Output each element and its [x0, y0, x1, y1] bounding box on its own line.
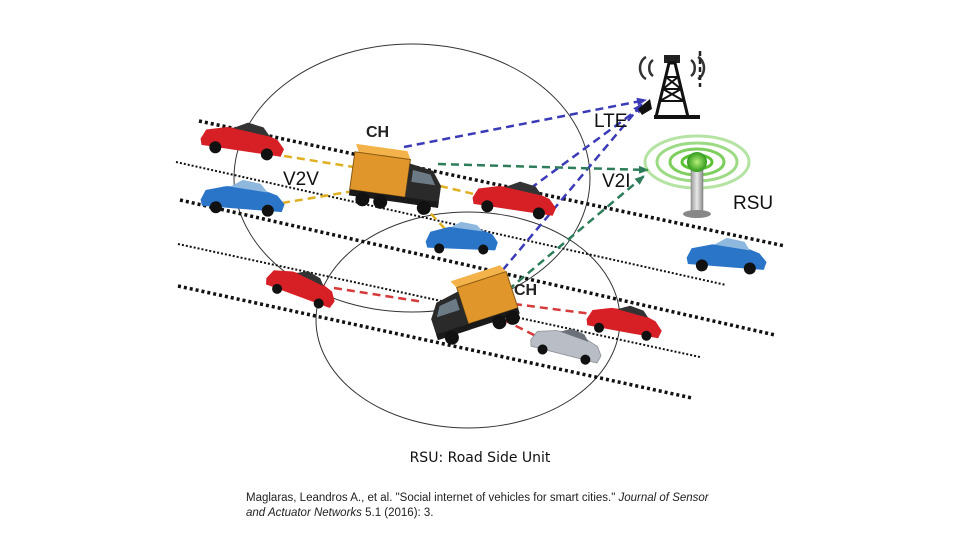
road-line — [198, 119, 786, 248]
figure-caption: RSU: Road Side Unit — [409, 450, 551, 466]
car-icon — [200, 179, 285, 217]
red-link — [333, 286, 425, 304]
cluster-ellipse-top — [233, 43, 591, 313]
car-icon — [472, 181, 557, 220]
cluster-head-label-top: CH — [366, 124, 389, 141]
v2v-link — [439, 184, 475, 196]
road-line — [177, 243, 701, 358]
citation-prefix: Maglaras, Leandros A., et al. "Social in… — [246, 492, 619, 504]
links — [281, 97, 649, 338]
truck-icon — [431, 265, 520, 345]
road-lanes — [175, 119, 786, 400]
cluster-head-label-bottom: CH — [514, 282, 537, 299]
car-icon — [686, 237, 767, 275]
car-icon — [586, 305, 662, 341]
v2i-link-bottom — [507, 175, 645, 291]
lte-tower-icon — [638, 51, 706, 119]
road-line — [175, 161, 727, 286]
lte-label: LTE — [594, 111, 627, 132]
v2v-link — [283, 154, 361, 170]
lte-link-car — [519, 106, 641, 198]
car-icon — [265, 270, 335, 309]
citation-journal: Journal of Sensor and Actuator Networks — [246, 492, 709, 519]
citation-suffix: 5.1 (2016): 3. — [361, 507, 434, 519]
lte-link-top — [403, 97, 647, 149]
v2i-link-top — [437, 162, 649, 174]
rsu-antenna-icon — [643, 134, 751, 218]
v2v-link — [281, 188, 361, 205]
red-link — [513, 302, 593, 316]
v2i-label: V2I — [602, 171, 631, 192]
lte-link-bottom — [485, 103, 643, 291]
citation: Maglaras, Leandros A., et al. "Social in… — [246, 491, 716, 521]
car-icon — [200, 122, 285, 161]
car-icon — [425, 221, 498, 255]
road-line — [177, 284, 693, 400]
truck-icon — [348, 143, 442, 215]
v2v-label: V2V — [283, 169, 319, 190]
car-icon — [530, 328, 602, 365]
rsu-label: RSU — [733, 193, 773, 214]
